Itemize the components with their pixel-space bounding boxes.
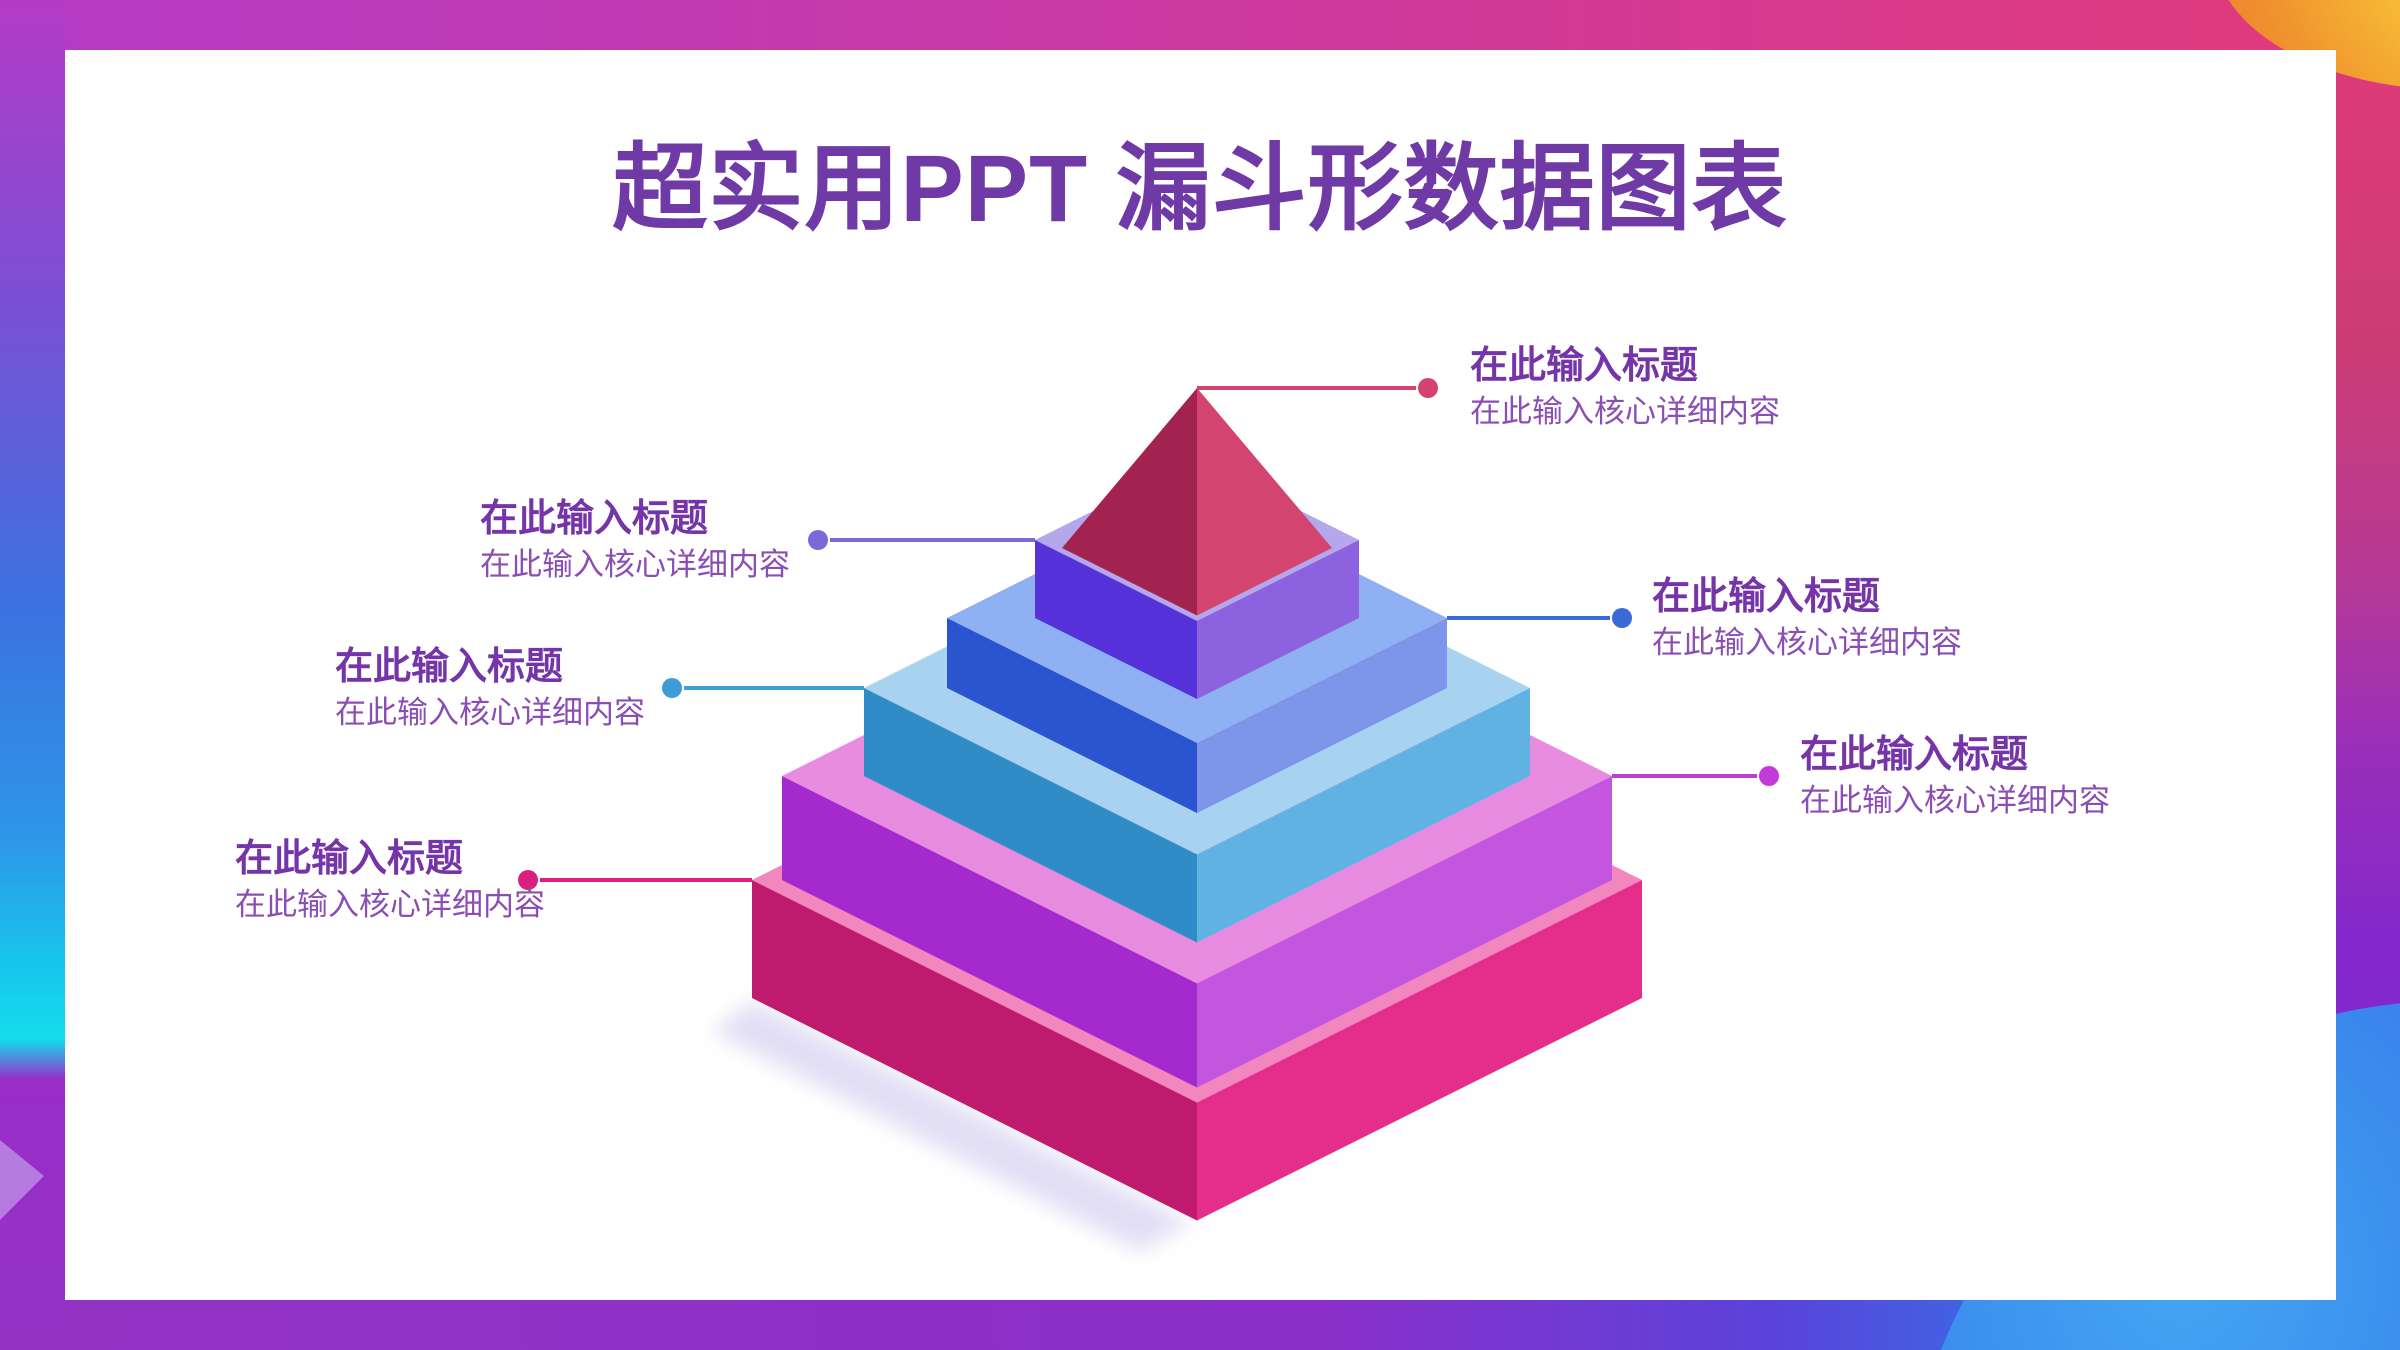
callout-5-dot-icon xyxy=(1759,766,1779,786)
callout-desc: 在此输入核心详细内容 xyxy=(480,547,790,582)
pyramid-level-6-left-face xyxy=(752,880,1197,1221)
callout-1-dot-icon xyxy=(1418,378,1438,398)
callout-level-3: 在此输入标题 在此输入核心详细内容 xyxy=(1652,575,1962,661)
pyramid-level-5-left-face xyxy=(782,776,1197,1088)
pyramid-shadow xyxy=(712,1000,1192,1252)
callout-desc: 在此输入核心详细内容 xyxy=(1800,783,2110,818)
pyramid-level-4-right-face xyxy=(1197,688,1530,943)
callout-title: 在此输入标题 xyxy=(1800,734,2029,776)
callout-desc: 在此输入核心详细内容 xyxy=(235,887,545,922)
pyramid-level-5-right-face xyxy=(1197,776,1612,1088)
callout-title: 在此输入标题 xyxy=(235,838,464,880)
pyramid-level-2-left-face xyxy=(1035,540,1197,699)
pyramid-level-2-right-face xyxy=(1197,540,1359,699)
callout-2-dot-icon xyxy=(808,530,828,550)
callout-6-dot-icon xyxy=(518,870,538,890)
frame-left-border xyxy=(0,0,65,1350)
frame-top-border xyxy=(0,0,2400,50)
callout-level-1: 在此输入标题 在此输入核心详细内容 xyxy=(1470,344,1780,430)
pyramid-level-1-right-face xyxy=(1197,388,1332,616)
callout-level-4: 在此输入标题 在此输入核心详细内容 xyxy=(335,645,645,731)
callout-title: 在此输入标题 xyxy=(335,646,564,688)
callout-desc: 在此输入核心详细内容 xyxy=(1652,625,1962,660)
pyramid-level-3-right-face xyxy=(1197,618,1447,813)
callout-title: 在此输入标题 xyxy=(480,498,709,540)
callout-level-5: 在此输入标题 在此输入核心详细内容 xyxy=(1800,733,2110,819)
pyramid-level-4-left-face xyxy=(864,688,1197,943)
callout-desc: 在此输入核心详细内容 xyxy=(335,695,645,730)
callout-title: 在此输入标题 xyxy=(1652,576,1881,618)
callout-4-dot-icon xyxy=(662,678,682,698)
callout-desc: 在此输入核心详细内容 xyxy=(1470,394,1780,429)
pyramid-level-6-right-face xyxy=(1197,880,1642,1221)
callout-level-2: 在此输入标题 在此输入核心详细内容 xyxy=(480,497,790,583)
pyramid-level-1-left-face xyxy=(1062,388,1197,616)
callout-3-dot-icon xyxy=(1612,608,1632,628)
callout-title: 在此输入标题 xyxy=(1470,345,1699,387)
page-title: 超实用PPT 漏斗形数据图表 xyxy=(612,136,1788,242)
callout-level-6: 在此输入标题 在此输入核心详细内容 xyxy=(235,837,545,923)
pyramid-level-3-left-face xyxy=(947,618,1197,813)
